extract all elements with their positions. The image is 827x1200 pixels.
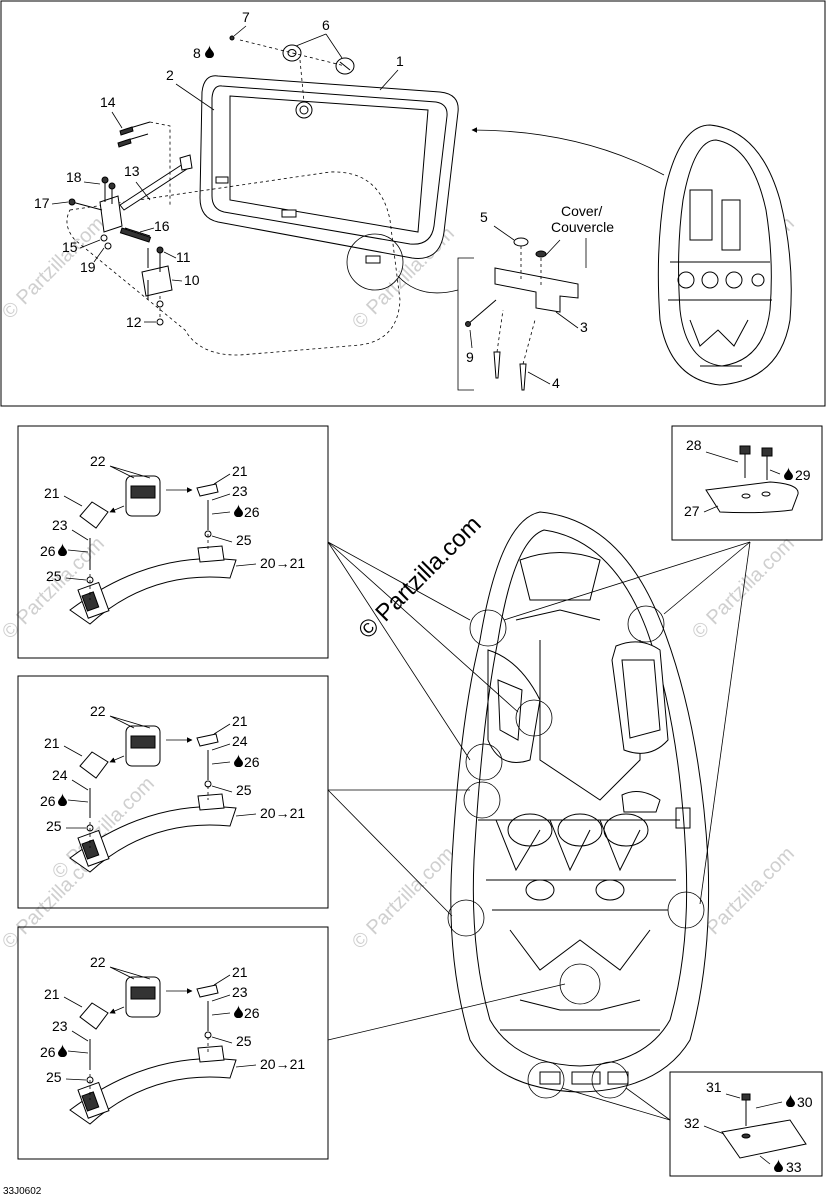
callout-1: 1	[396, 53, 404, 69]
panel-a-frame	[17, 425, 329, 659]
callout-26: 26	[40, 793, 56, 809]
highlight-circles	[447, 605, 705, 1099]
callout-27: 27	[684, 503, 700, 519]
callout-14: 14	[100, 94, 116, 110]
rear-labels: 31 30 32 33	[684, 1079, 813, 1175]
rear-parts	[721, 1093, 807, 1159]
callout-23: 23	[232, 984, 248, 1000]
callout-21: 21	[232, 463, 248, 479]
callout-26: 26	[244, 754, 260, 770]
ref-code: 33J0602	[3, 1186, 42, 1197]
callout-17: 17	[34, 195, 50, 211]
callout-24: 24	[232, 733, 248, 749]
callout-8: 8	[193, 45, 201, 61]
panel-b-frame	[17, 675, 329, 909]
panel-b-labels: 22 21 21 24 24 26 26 25 25 20→21	[40, 703, 305, 834]
arrow-to-cover	[471, 127, 665, 176]
callout-22: 22	[90, 453, 106, 469]
callout-12: 12	[126, 314, 142, 330]
callout-10: 10	[184, 272, 200, 288]
callout-28: 28	[686, 437, 702, 453]
cover-latch-parts	[229, 35, 355, 103]
storage-cover	[199, 75, 459, 259]
callout-23: 23	[52, 1018, 68, 1034]
cleat-labels: 28 29 27	[684, 437, 811, 519]
cover-bracket-detail	[457, 237, 579, 391]
callout-15: 15	[62, 239, 78, 255]
callout-3: 3	[580, 319, 588, 335]
leader-lines	[327, 541, 751, 1121]
callout-6: 6	[322, 17, 330, 33]
callout-22: 22	[90, 703, 106, 719]
callout-13: 13	[124, 163, 140, 179]
callout-21: 21	[44, 986, 60, 1002]
callout-21: 21	[232, 964, 248, 980]
rear-panel-frame	[669, 1071, 823, 1177]
detail-circle	[346, 233, 404, 291]
panel-c-parts	[69, 976, 237, 1125]
callout-18: 18	[66, 169, 82, 185]
hinges	[215, 176, 381, 264]
callout-26: 26	[40, 1044, 56, 1060]
latch-assembly	[141, 246, 173, 326]
callout-32: 32	[684, 1115, 700, 1131]
callout-25: 25	[46, 818, 62, 834]
callout-26: 26	[40, 543, 56, 559]
callout-24: 24	[52, 767, 68, 783]
callout-22: 22	[90, 954, 106, 970]
callout-31: 31	[706, 1079, 722, 1095]
watercraft-top-view	[657, 124, 792, 386]
cover-label-line1: Cover/	[561, 203, 602, 219]
panel-c-labels: 22 21 21 23 23 26 26 25 25 20→21	[40, 954, 305, 1085]
callout-20-21: 20→21	[260, 805, 305, 821]
callout-25: 25	[46, 568, 62, 584]
callout-23: 23	[52, 517, 68, 533]
callout-20-21: 20→21	[260, 1056, 305, 1072]
callout-7: 7	[242, 9, 250, 25]
callout-25: 25	[236, 1033, 252, 1049]
callout-2: 2	[166, 67, 174, 83]
callout-26: 26	[244, 1005, 260, 1021]
cleat-panel-frame	[671, 425, 823, 541]
callout-5: 5	[480, 209, 488, 225]
glue-icon	[205, 45, 214, 58]
cover-label-line2: Couvercle	[551, 219, 614, 235]
callout-30: 30	[797, 1094, 813, 1110]
panel-c-frame	[17, 926, 329, 1160]
panel-a-parts	[69, 475, 237, 625]
panel-b-parts	[69, 725, 237, 873]
callout-25: 25	[236, 532, 252, 548]
callout-19: 19	[80, 259, 96, 275]
callout-25: 25	[236, 782, 252, 798]
callout-21: 21	[44, 485, 60, 501]
cleat-parts	[705, 445, 799, 514]
callout-26: 26	[244, 504, 260, 520]
strap-assembly	[68, 121, 193, 250]
callout-20-21: 20→21	[260, 555, 305, 571]
panel-a-labels: 22 21 21 23 23 26 26 25 25 20→21	[40, 453, 305, 584]
callout-23: 23	[232, 483, 248, 499]
callout-21: 21	[44, 735, 60, 751]
callout-16: 16	[154, 218, 170, 234]
callout-25: 25	[46, 1069, 62, 1085]
callout-33: 33	[786, 1159, 802, 1175]
callout-11: 11	[176, 249, 191, 265]
callout-4: 4	[552, 375, 560, 391]
callout-9: 9	[466, 349, 474, 365]
top-callouts: 7 8 6 1 2 14 13 18 17 16 15 19 11 10 12 …	[34, 9, 614, 391]
watercraft-main-view	[450, 511, 710, 1093]
callout-21: 21	[232, 713, 248, 729]
top-frame	[0, 0, 826, 407]
callout-29: 29	[795, 467, 811, 483]
storage-opening-outline	[66, 171, 401, 356]
watermark: © Partzilla.com	[348, 843, 459, 954]
